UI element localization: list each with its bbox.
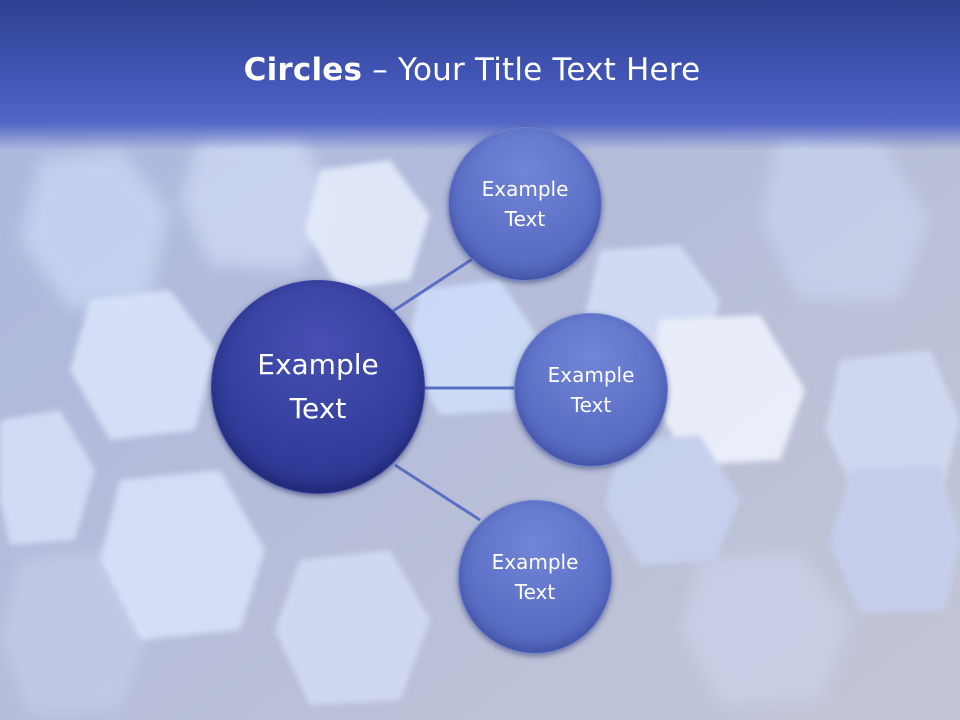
center-circle-label: Example Text (257, 348, 379, 425)
satellite-label: Example Text (547, 363, 635, 417)
slide-title-rest: – Your Title Text Here (362, 52, 701, 88)
slide-title-bold: Circles (243, 52, 363, 88)
satellite-circle-middle[interactable]: Example Text (514, 313, 668, 467)
center-circle[interactable]: Example Text (211, 280, 425, 494)
slide-title: Circles – Your Title Text Here (0, 52, 944, 88)
header-band (0, 0, 960, 150)
connector-line-3 (394, 463, 481, 522)
satellite-label: Example Text (491, 550, 579, 604)
connector-line-1 (392, 254, 478, 313)
satellite-circle-bottom[interactable]: Example Text (458, 500, 612, 654)
satellite-label: Example Text (481, 177, 569, 231)
satellite-circle-top[interactable]: Example Text (448, 127, 602, 281)
